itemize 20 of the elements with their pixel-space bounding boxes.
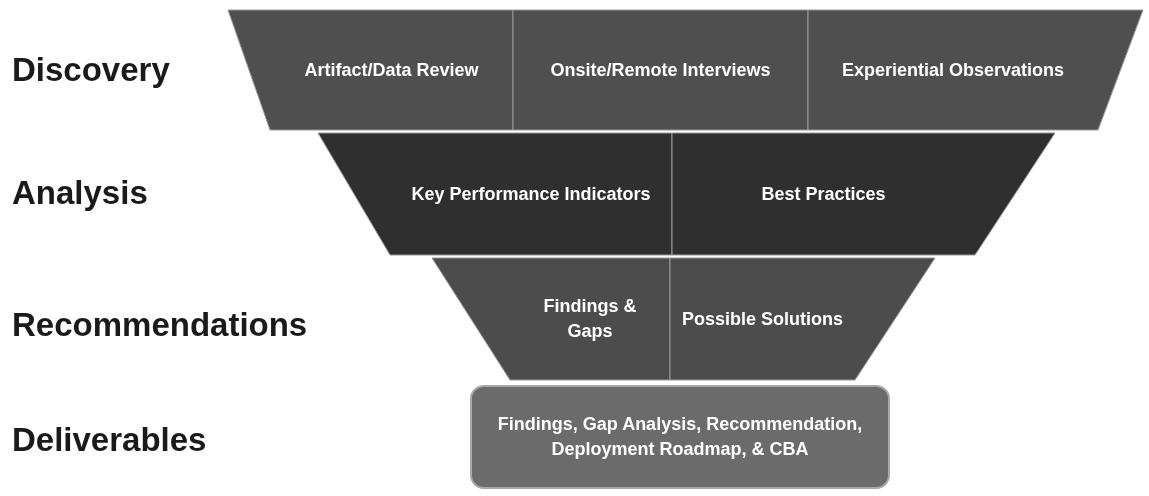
segment-text: Best Practices xyxy=(761,182,886,206)
segment-text: Findings & Gaps xyxy=(542,295,638,343)
stage-label: Recommendations xyxy=(12,306,308,344)
funnel-segment xyxy=(670,258,935,380)
segment-text: Artifact/Data Review xyxy=(304,58,479,82)
stage-label: Discovery xyxy=(12,51,170,89)
funnel-segment xyxy=(672,133,1055,255)
segment-text: Possible Solutions xyxy=(682,307,843,331)
segment-text: Findings, Gap Analysis, Recommendation, Deployment Roadmap, & CBA xyxy=(496,413,864,461)
segment-text: Onsite/Remote Interviews xyxy=(550,58,771,82)
segment-text: Key Performance Indicators xyxy=(411,182,651,206)
funnel-segment xyxy=(318,133,672,255)
stage-label: Deliverables xyxy=(12,421,207,459)
funnel-segment xyxy=(513,10,808,130)
deliverables-box xyxy=(470,385,890,489)
funnel-segment xyxy=(808,10,1143,130)
funnel-segment xyxy=(432,258,670,380)
stage-label: Analysis xyxy=(12,174,148,212)
funnel-segment xyxy=(228,10,513,130)
segment-text: Experiential Observations xyxy=(841,58,1065,82)
